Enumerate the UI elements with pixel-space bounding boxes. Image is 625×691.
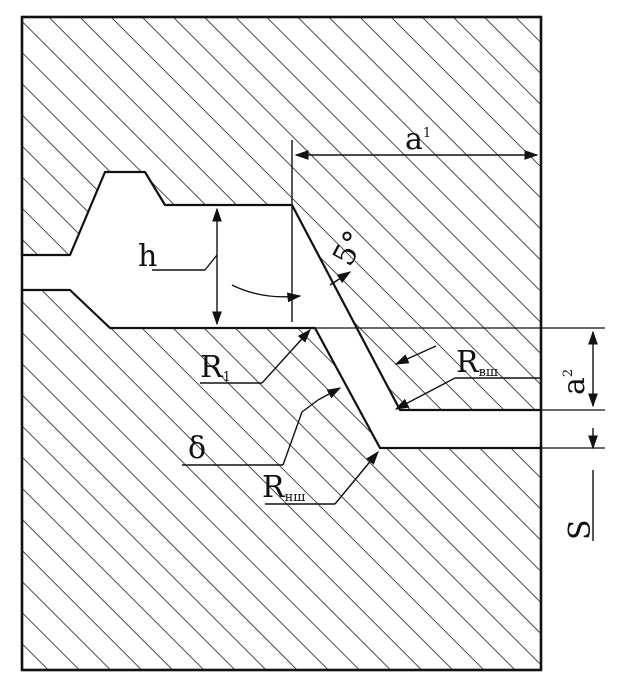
angle-5-deg — [231, 205, 352, 322]
label-r-vsh: Rвш — [456, 345, 498, 380]
leader-r-vsh — [394, 345, 540, 410]
label-r1: R1 — [200, 350, 231, 385]
label-r-nsh: Rнш — [262, 470, 305, 505]
label-s: S — [563, 519, 598, 540]
dimension-a1 — [291, 140, 539, 205]
frame — [20, 15, 543, 672]
leader-r1 — [200, 328, 311, 384]
dimension-h — [152, 207, 222, 326]
label-h: h — [138, 239, 157, 274]
label-delta: δ — [188, 431, 206, 466]
label-a2: a2 — [557, 369, 592, 395]
leader-delta — [182, 387, 342, 466]
leader-r-nsh — [265, 450, 379, 505]
label-a1: a1 — [405, 122, 431, 157]
